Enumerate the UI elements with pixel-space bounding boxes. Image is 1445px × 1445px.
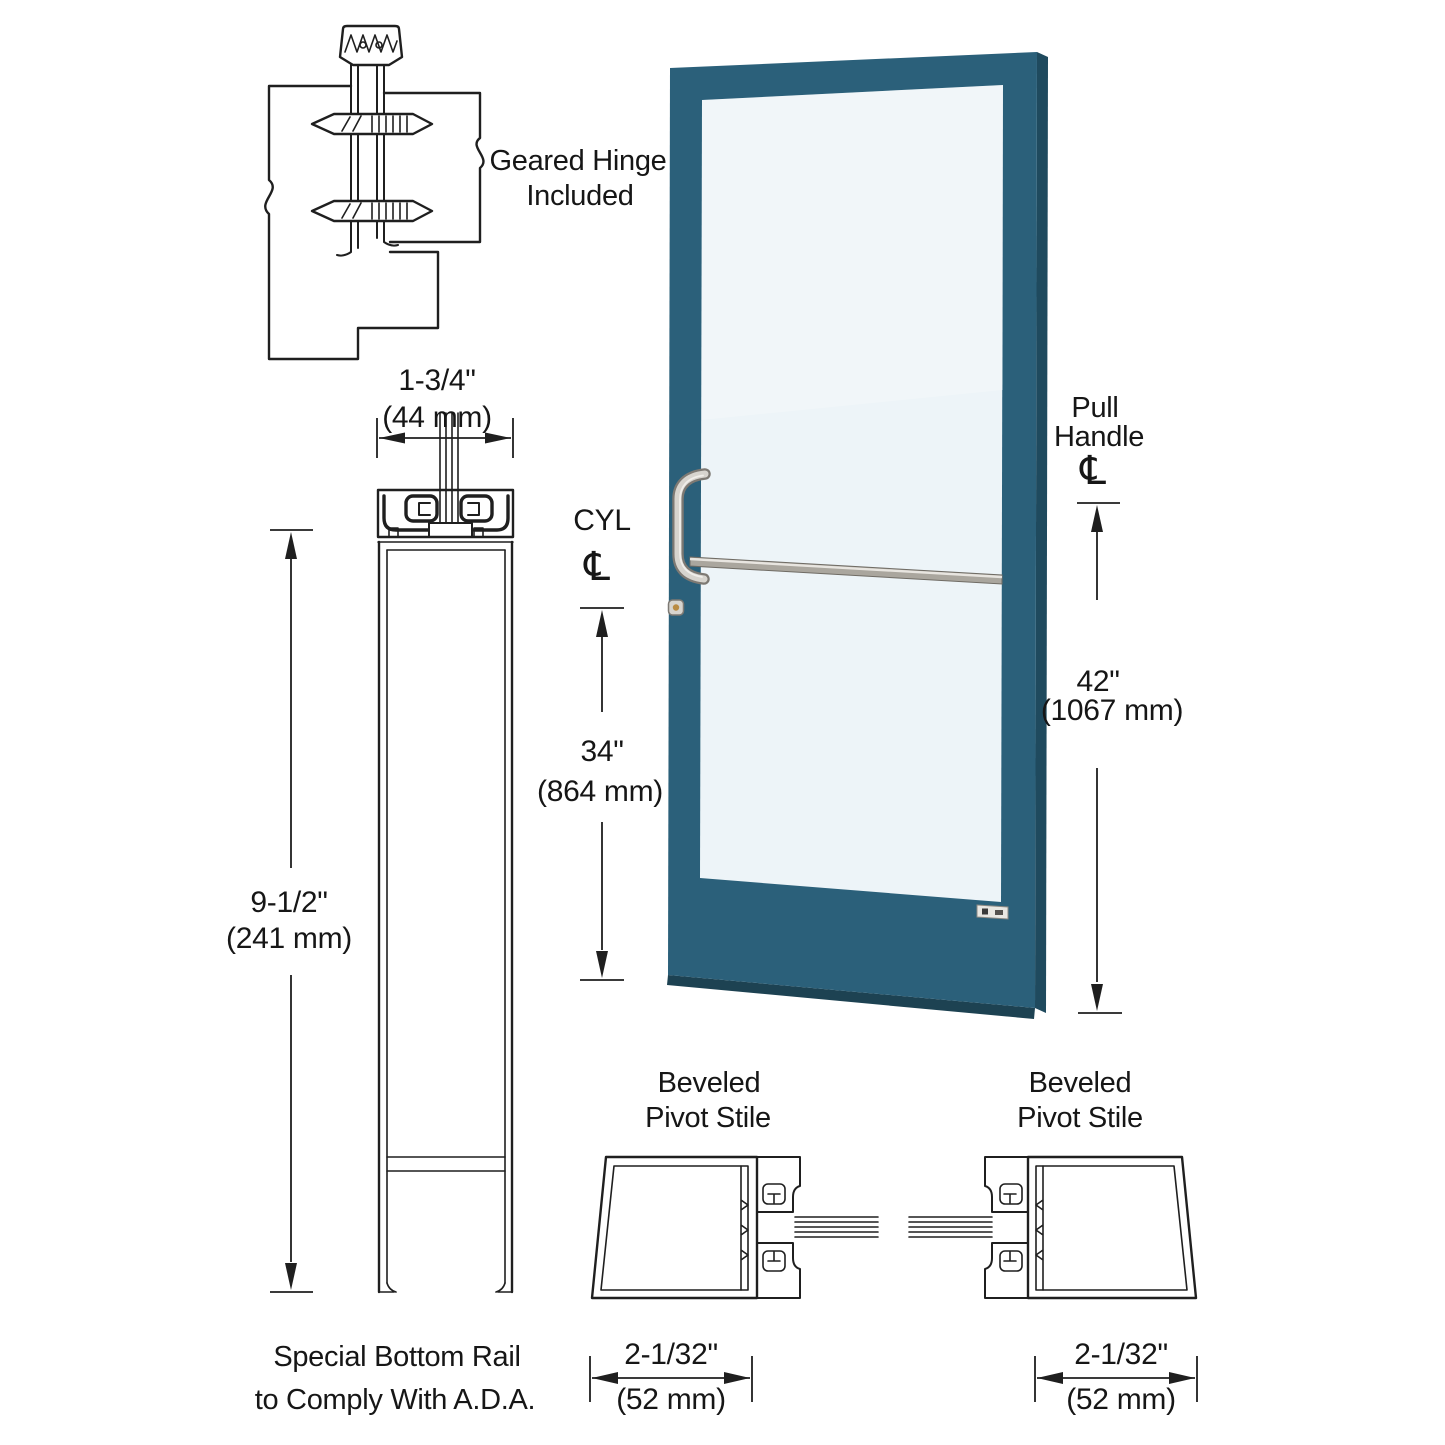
left-stile-inner-wall [600, 1165, 749, 1291]
stile-section-interior [382, 494, 510, 532]
stile-width-dimension: 1-3/4" (44 mm) [376, 364, 514, 458]
cyl-dimension: CYL ℄ 34" (864 mm) [537, 504, 663, 981]
hinge-right-leaf [382, 91, 485, 244]
section-tab-right [473, 527, 484, 538]
door-bottom-edge [667, 975, 1035, 1019]
glass-lines-between-stiles [794, 1216, 993, 1238]
door-right-edge [1035, 52, 1048, 1013]
pull-handle[interactable] [672, 468, 711, 585]
left-pivot-stile-label-line1: Beveled [658, 1067, 761, 1099]
hinge-channel-left [336, 64, 359, 257]
cylinder-lock[interactable] [667, 599, 685, 616]
left-pivot-stile-section [590, 1155, 801, 1300]
hinge-pin-left [359, 41, 367, 49]
pull-handle-centerline-symbol: ℄ [1079, 448, 1106, 494]
geared-hinge-label-line1: Geared Hinge [490, 145, 667, 177]
stile-width-mm: (44 mm) [382, 401, 492, 434]
glazing-clip-left [404, 494, 439, 523]
left-stile-width-in: 2-1/32" [624, 1338, 718, 1371]
hinge-screw-top [310, 112, 434, 136]
push-bar[interactable] [689, 556, 1003, 585]
cyl-height-in: 34" [580, 735, 623, 768]
door [667, 52, 1048, 1019]
right-stile-width-dimension: 2-1/32" (52 mm) [1034, 1338, 1198, 1416]
left-stile-width-mm: (52 mm) [616, 1383, 726, 1416]
bottom-rail-height-in: 9-1/2" [250, 886, 327, 919]
left-stile-bottom-clip [756, 1242, 801, 1299]
left-pivot-stile-label-line2: Pivot Stile [645, 1102, 771, 1134]
right-stile-width-in: 2-1/32" [1074, 1338, 1168, 1371]
geared-hinge-cross-section [264, 24, 485, 361]
right-stile-width-mm: (52 mm) [1066, 1383, 1176, 1416]
left-stile-top-vinyl [762, 1183, 786, 1205]
left-stile-bottom-vinyl [762, 1250, 786, 1272]
door-glass [700, 85, 1003, 902]
pull-handle-dimension: Pull Handle ℄ 42" (1067 mm) [1041, 392, 1183, 1014]
cyl-height-mm: (864 mm) [537, 775, 663, 808]
pull-handle-height-mm: (1067 mm) [1041, 694, 1183, 727]
glass-lines-plan [439, 412, 459, 524]
right-stile-bottom-vinyl [999, 1250, 1023, 1272]
bottom-rail-height-mm: (241 mm) [226, 922, 352, 955]
right-pivot-stile-section [984, 1155, 1198, 1300]
stile-plan-section [376, 412, 515, 551]
left-stile-top-clip [756, 1156, 801, 1213]
right-stile-web [1035, 1165, 1044, 1291]
pull-handle-label-line2: Handle [1054, 421, 1144, 453]
section-tab-left [388, 527, 399, 538]
setting-block [428, 522, 473, 538]
right-stile-inner-wall [1035, 1165, 1188, 1291]
right-stile-bottom-clip [984, 1242, 1029, 1299]
hinge-screw-bottom [310, 199, 434, 223]
left-stile-web [740, 1165, 749, 1291]
right-stile-top-vinyl [999, 1183, 1023, 1205]
left-stile-width-dimension: 2-1/32" (52 mm) [589, 1338, 753, 1416]
pull-handle-label-line1: Pull [1071, 392, 1118, 424]
stile-section-bottom-lines [377, 541, 514, 551]
glazing-clip-right [459, 494, 494, 523]
elevation-outer-walls [377, 540, 514, 1294]
bottom-rail-dimension: 9-1/2" (241 mm) [226, 529, 352, 1293]
elevation-inner-walls [386, 549, 506, 1284]
hinge-pin-right [375, 41, 383, 49]
geared-hinge-label-line2: Included [526, 180, 633, 212]
elevation-bottom-rail-joint [386, 1156, 506, 1172]
cyl-centerline-symbol: ℄ [583, 544, 610, 590]
ada-note-line1: Special Bottom Rail [273, 1341, 520, 1373]
right-stile-body [1026, 1155, 1198, 1300]
right-pivot-stile-label-line2: Pivot Stile [1017, 1102, 1143, 1134]
hinge-gear-teeth [344, 34, 398, 53]
elevation-feet [378, 1282, 513, 1293]
hinge-left-leaf [264, 84, 440, 361]
ada-note-line2: to Comply With A.D.A. [255, 1384, 536, 1416]
left-stile-body [590, 1155, 759, 1300]
right-pivot-stile-label-line1: Beveled [1029, 1067, 1132, 1099]
cyl-label: CYL [573, 504, 630, 537]
glass-sheen [702, 85, 1003, 420]
stile-elevation [377, 540, 514, 1294]
right-stile-top-clip [984, 1156, 1029, 1213]
stile-width-in: 1-3/4" [398, 364, 475, 397]
pull-handle-height-in: 42" [1076, 665, 1119, 698]
crl-logo-badge [976, 904, 1009, 920]
